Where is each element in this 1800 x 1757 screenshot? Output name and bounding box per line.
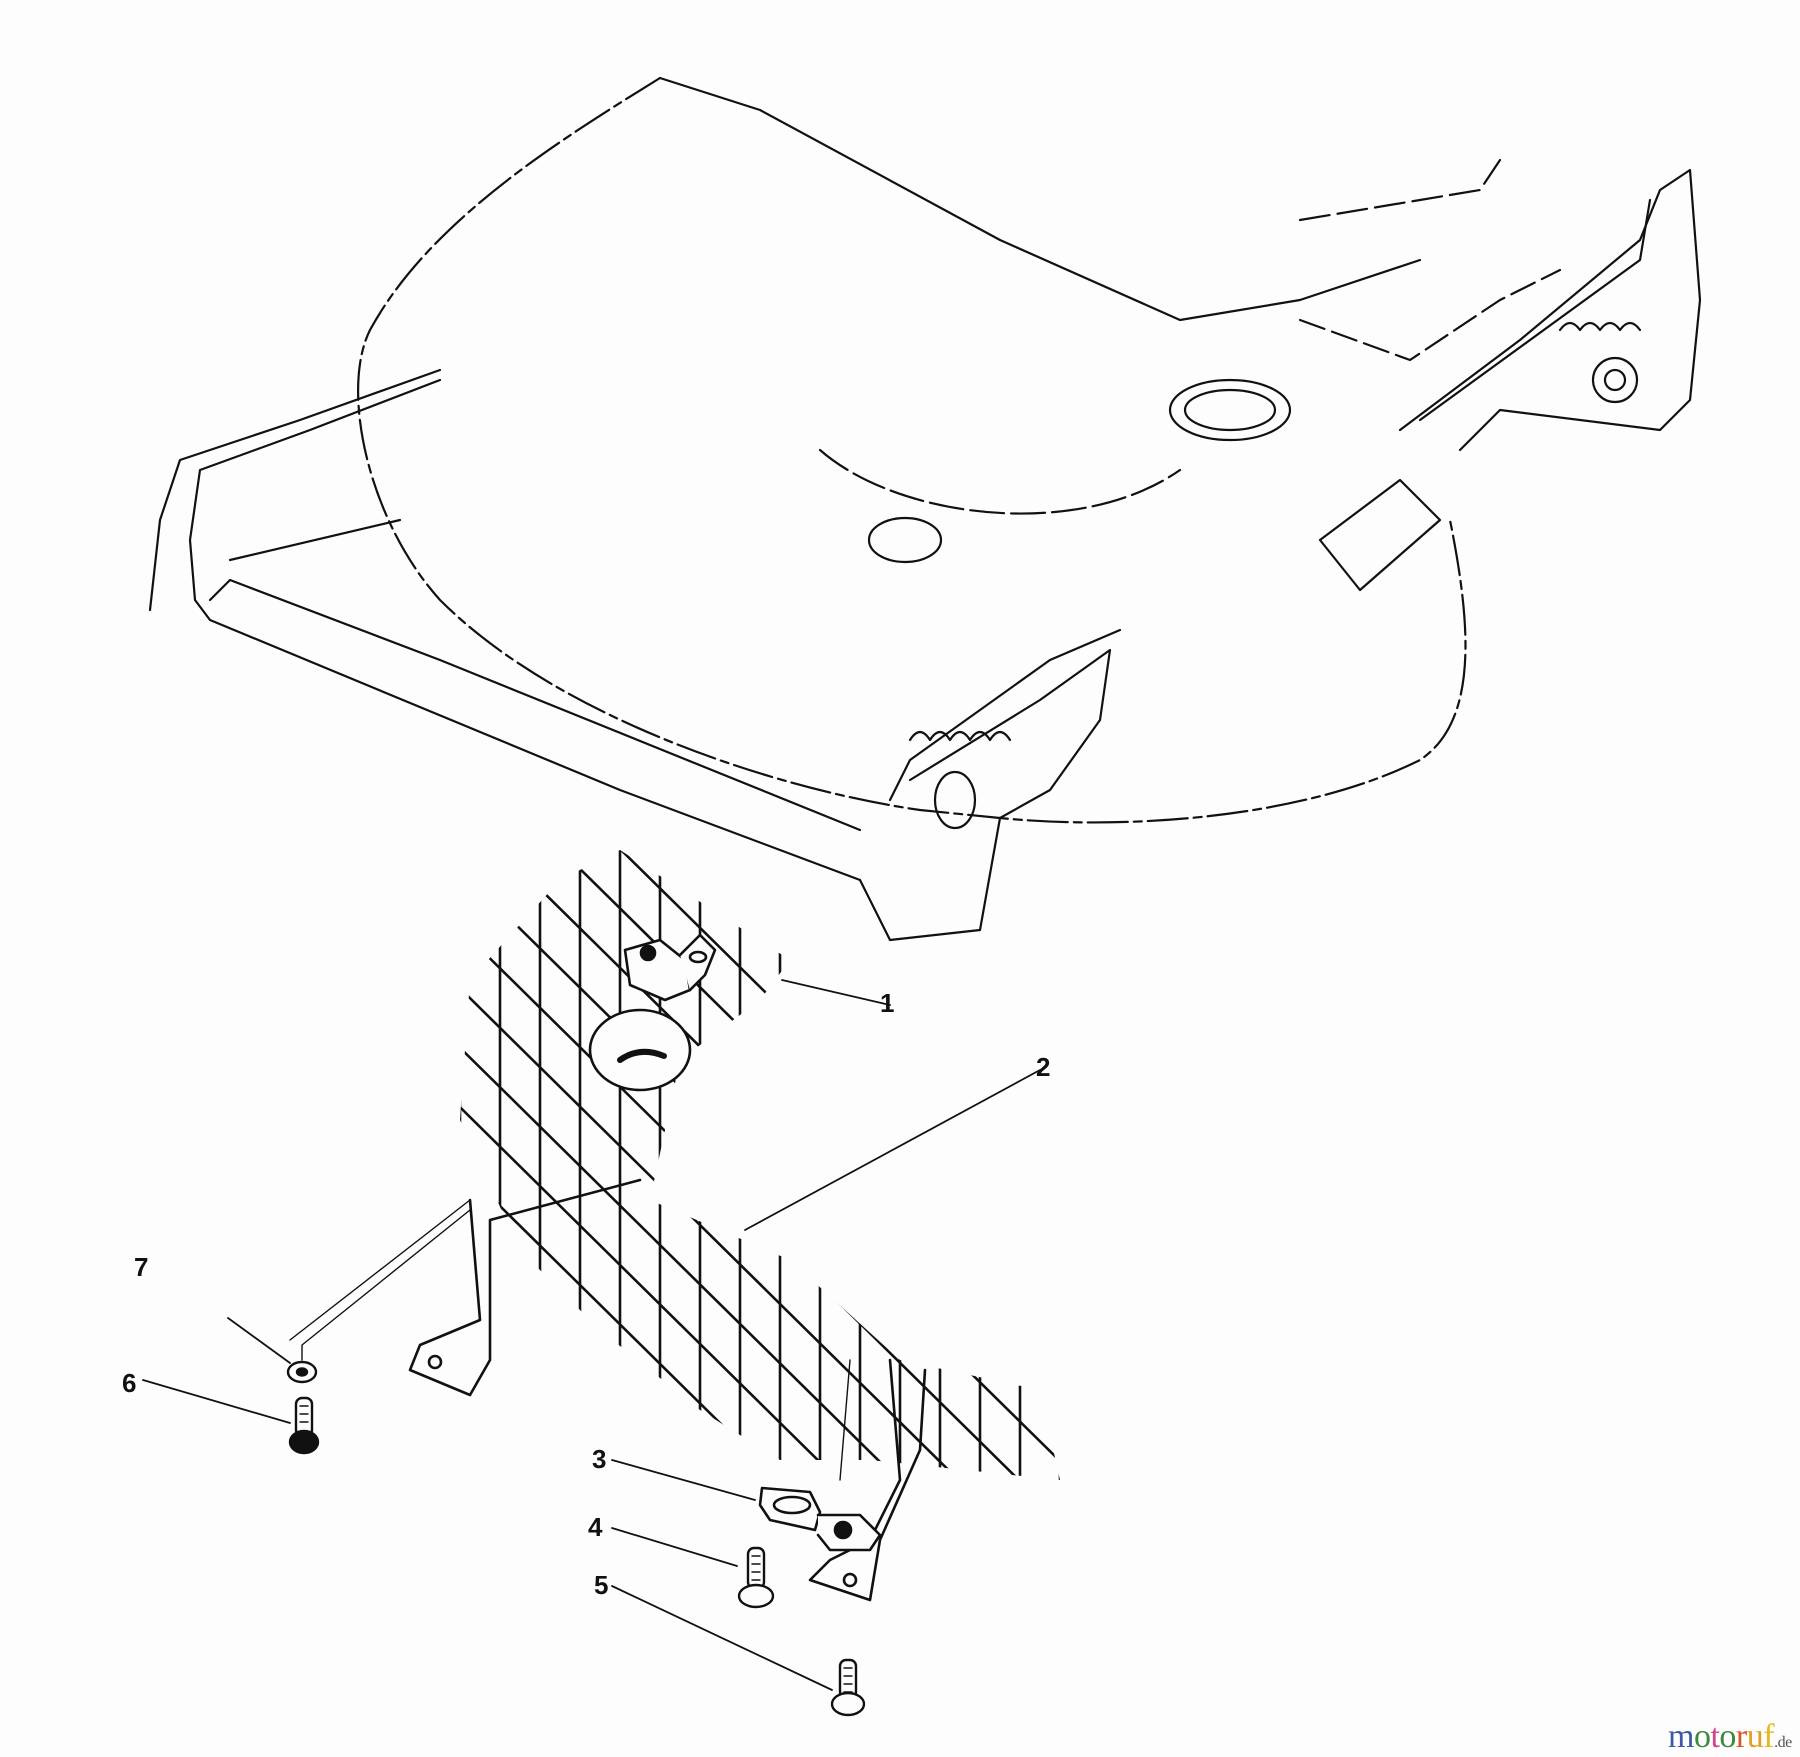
- watermark-letter: m: [1668, 1718, 1694, 1755]
- watermark-letter: t: [1710, 1718, 1720, 1755]
- callout-3: 3: [592, 1444, 607, 1474]
- screw-part-4: [737, 1546, 775, 1609]
- mesh-shield: [289, 850, 1060, 1602]
- callout-5: 5: [594, 1570, 609, 1600]
- watermark-letter: f: [1763, 1718, 1775, 1755]
- watermark-letter: u: [1746, 1718, 1764, 1755]
- callout-7: 7: [134, 1252, 149, 1282]
- callout-4: 4: [588, 1512, 603, 1542]
- bracket-part-1: [623, 933, 717, 1002]
- motoruf-watermark: motoruf.de: [1668, 1718, 1792, 1756]
- washer-part-7: [286, 1360, 318, 1384]
- callout-6: 6: [122, 1368, 137, 1398]
- watermark-letter: o: [1719, 1718, 1736, 1755]
- callout-1: 1: [880, 988, 895, 1018]
- screw-part-6: [288, 1396, 320, 1455]
- watermark-letter: r: [1735, 1718, 1747, 1755]
- leader-lines: [142, 979, 1041, 1691]
- watermark-domain: .de: [1774, 1734, 1792, 1751]
- screw-part-5: [830, 1658, 866, 1717]
- watermark-letter: o: [1693, 1718, 1711, 1755]
- bracket-part-3: [758, 1486, 882, 1552]
- mower-deck: [148, 76, 1702, 942]
- callout-2: 2: [1036, 1052, 1051, 1082]
